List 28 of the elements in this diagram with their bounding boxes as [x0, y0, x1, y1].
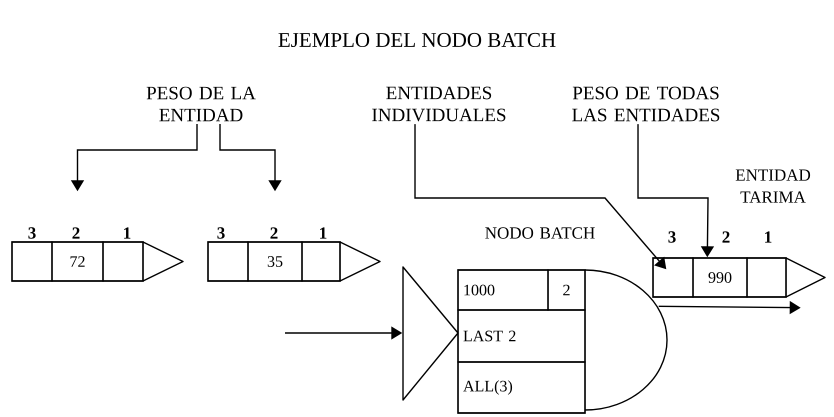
- label-text: PESO DE TODAS LAS ENTIDADES: [572, 86, 720, 122]
- cell: 990: [692, 257, 748, 298]
- cell: [301, 241, 341, 282]
- cell: ALL(3): [457, 361, 586, 414]
- cell: [652, 257, 694, 298]
- label-text: PESO DE LA ENTIDAD: [146, 86, 256, 122]
- position-number: 3: [217, 227, 225, 239]
- cell: [746, 257, 787, 298]
- cell: [102, 241, 144, 282]
- label-text: ENTIDADES INDIVIDUALES: [372, 86, 506, 122]
- position-number: 1: [320, 227, 326, 239]
- node-caption: ENTIDAD TARIMA: [736, 169, 810, 203]
- position-number: 2: [722, 231, 730, 243]
- title: EJEMPLO DEL NODO BATCH: [278, 32, 556, 48]
- node-caption: NODO BATCH: [485, 227, 595, 239]
- cell: [11, 241, 53, 282]
- position-number: 3: [28, 227, 36, 239]
- position-number: 3: [668, 231, 676, 243]
- cell: 1000: [457, 269, 549, 311]
- cell: 2: [547, 269, 586, 311]
- cell: [207, 241, 249, 282]
- position-number: 1: [124, 227, 130, 239]
- cell: LAST 2: [457, 309, 586, 363]
- position-number: 1: [765, 231, 772, 243]
- position-number: 2: [270, 227, 278, 239]
- cell: 72: [51, 241, 104, 282]
- position-number: 2: [72, 227, 80, 239]
- cell: 35: [247, 241, 303, 282]
